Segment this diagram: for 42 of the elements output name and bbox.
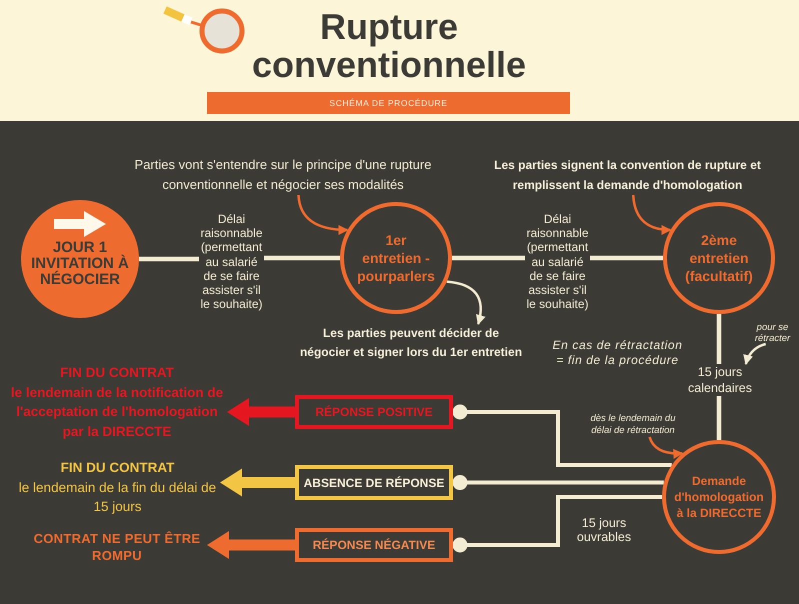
connector-line [264,256,340,260]
connector-line [716,314,722,364]
duration-text: 15 jours calendaires [686,364,754,396]
annotation-text: Les parties peuvent décider de négocier et signer lors du 1er entretien [291,324,531,362]
thick-arrow [227,398,295,426]
connector-line [716,396,722,440]
outcome-text: le lendemain de la notification de l'acceptation de l'homologation par la DIRECCTE [10,384,224,441]
annotation-text: Les parties signent la convention de rupture et remplissent la demande d'homologation [485,155,770,195]
curved-arrow [297,194,348,235]
outcome-text: CONTRAT NE PEUT ÊTRE ROMPU [32,530,202,564]
curved-arrow [648,436,684,459]
response-box: ABSENCE DE RÉPONSE [295,465,453,500]
response-box: RÉPONSE NÉGATIVE [295,528,453,562]
thick-arrow [220,468,295,496]
dot-connector [452,495,662,552]
outcome-heading: FIN DU CONTRAT [59,364,175,382]
subtitle-banner: SCHÉMA DE PROCÉDURE [207,92,570,114]
thick-arrow [207,531,295,559]
circle-label: INVITATION À NÉGOCIER [31,256,129,288]
circle-label: Demande d'homologation à la DIRECCTE [673,473,765,521]
curved-arrow [446,280,486,325]
circle-label: 1er entretien - pourparlers [356,231,436,285]
annotation-text: En cas de rétractation = fin de la procédure [552,338,684,368]
title: Rupture conventionnelle [250,8,528,84]
connector-line [590,256,663,260]
outcome-heading: FIN DU CONTRAT [60,459,176,477]
delay-text: Délai raisonnable (permettant au salarié de se faire assister s'il le souhaite) [199,212,264,312]
annotation-text: Parties vont s'entendre sur le principe d'une rupture conventionnelle et négocier ses modalités [128,155,438,195]
annotation-text: dès le lendemain du délai de rétractation [587,413,679,437]
duration-text: 15 jours ouvrables [576,516,632,544]
curved-arrow [632,194,672,235]
circle-label: JOUR 1 [52,240,108,256]
response-box: RÉPONSE POSITIVE [295,395,453,429]
delay-text: Délai raisonnable (permettant au salarié de se faire assister s'il le souhaite) [525,212,590,312]
circle-label: 2ème entretien (facultatif) [684,231,754,285]
annotation-text: pour se rétracter [750,322,795,344]
connector-line [139,256,199,262]
connector-line [452,256,525,260]
curved-arrow [744,342,766,365]
dot-connector [452,404,672,468]
outcome-text: le lendemain de la fin du délai de 15 jours [18,478,218,516]
dot-connector [452,475,664,490]
